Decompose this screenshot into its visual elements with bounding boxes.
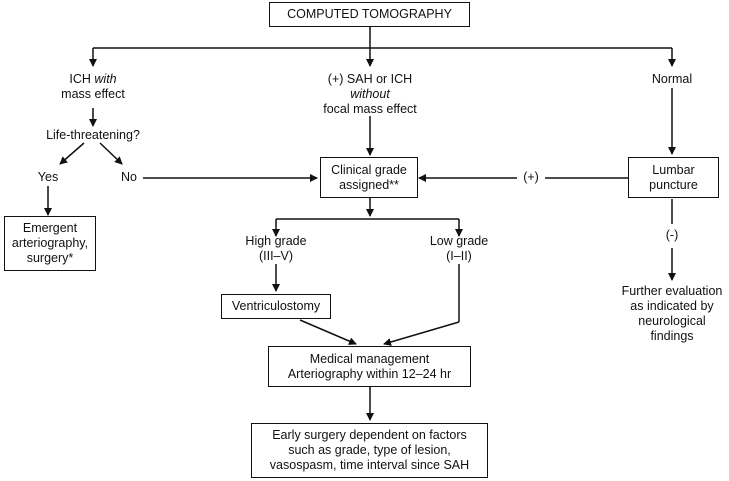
arrow-low-to-medical bbox=[383, 321, 460, 346]
normal-label: Normal bbox=[637, 72, 707, 87]
plus-text: (+) bbox=[523, 170, 539, 184]
life-threatening-label: Life-threatening? bbox=[33, 128, 153, 143]
mass-effect-word: mass effect bbox=[61, 87, 125, 101]
sah-line-2: without bbox=[350, 87, 390, 101]
low-grade-label: Low grade (I–II) bbox=[419, 234, 499, 264]
low-grade-line-1: Low grade bbox=[429, 234, 489, 248]
normal-text: Normal bbox=[651, 72, 693, 86]
high-grade-line-2: (III–V) bbox=[258, 249, 294, 263]
high-grade-label: High grade (III–V) bbox=[236, 234, 316, 264]
life-text: Life-threatening? bbox=[46, 128, 140, 142]
early-line-2: such as grade, type of lesion, bbox=[288, 443, 451, 457]
ventriculostomy-box: Ventriculostomy bbox=[221, 294, 331, 319]
ich-word: ICH bbox=[69, 72, 91, 86]
sah-ich-label: (+) SAH or ICH without focal mass effect bbox=[310, 72, 430, 117]
minus-text: (-) bbox=[665, 228, 679, 242]
further-evaluation-label: Further evaluation as indicated by neuro… bbox=[612, 284, 729, 344]
ventriculostomy-label: Ventriculostomy bbox=[231, 299, 321, 313]
arrow-to-yes bbox=[59, 142, 85, 165]
no-text: No bbox=[121, 170, 137, 184]
high-grade-line-1: High grade bbox=[245, 234, 307, 248]
low-grade-line-2: (I–II) bbox=[446, 249, 472, 263]
plus-label: (+) bbox=[517, 170, 545, 185]
computed-tomography-box: COMPUTED TOMOGRAPHY bbox=[269, 2, 470, 27]
early-line-3: vasospasm, time interval since SAH bbox=[269, 458, 470, 472]
arrow-to-no bbox=[99, 142, 123, 165]
no-label: No bbox=[116, 170, 142, 185]
lumbar-line-1: Lumbar bbox=[652, 162, 695, 177]
clinical-grade-line-1: Clinical grade bbox=[331, 162, 407, 177]
sah-line-1: (+) SAH or ICH bbox=[327, 72, 413, 86]
medical-management-box: Medical management Arteriography within … bbox=[268, 346, 471, 387]
medical-line-2: Arteriography within 12–24 hr bbox=[287, 366, 452, 381]
clinical-grade-box: Clinical grade assigned** bbox=[320, 157, 418, 198]
early-surgery-box: Early surgery dependent on factors such … bbox=[251, 423, 488, 478]
ich-mass-effect-label: ICH with mass effect bbox=[43, 72, 143, 102]
minus-label: (-) bbox=[660, 228, 684, 243]
with-word: with bbox=[94, 72, 117, 86]
yes-text: Yes bbox=[37, 170, 59, 184]
emergent-box: Emergent arteriography, surgery* bbox=[4, 216, 96, 271]
emergent-line-1: Emergent bbox=[22, 221, 78, 235]
lumbar-line-2: puncture bbox=[649, 177, 698, 192]
emergent-line-2: arteriography, bbox=[11, 236, 89, 250]
further-line-2: as indicated by bbox=[630, 299, 714, 313]
clinical-grade-line-2: assigned** bbox=[339, 177, 399, 192]
early-line-1: Early surgery dependent on factors bbox=[272, 428, 467, 442]
medical-line-1: Medical management bbox=[309, 351, 430, 366]
further-line-1: Further evaluation bbox=[621, 284, 723, 298]
emergent-line-3: surgery* bbox=[26, 251, 74, 265]
further-line-3: neurological bbox=[638, 314, 706, 328]
arrow-ventric-to-medical bbox=[299, 319, 357, 345]
further-line-4: findings bbox=[650, 329, 694, 343]
yes-label: Yes bbox=[33, 170, 63, 185]
computed-tomography-label: COMPUTED TOMOGRAPHY bbox=[287, 7, 452, 21]
lumbar-puncture-box: Lumbar puncture bbox=[628, 157, 719, 198]
sah-line-3: focal mass effect bbox=[323, 102, 417, 116]
